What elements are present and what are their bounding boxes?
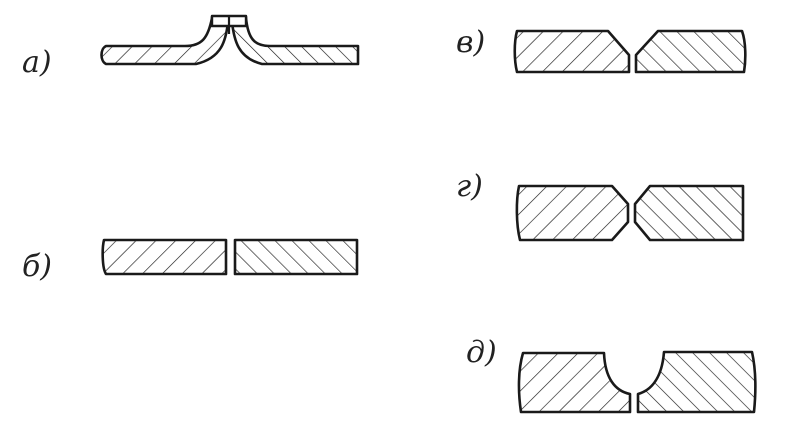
joint-a-left-plate [100, 15, 230, 66]
joint-d-right-plate [636, 350, 757, 414]
label-joint-d: д) [466, 335, 497, 370]
label-joint-a: а) [22, 45, 52, 80]
joint-a-right-plate [230, 15, 360, 66]
label-joint-v: в) [456, 25, 485, 60]
label-joint-g: г) [456, 169, 483, 204]
label-joint-b: б) [22, 249, 52, 284]
joint-a: а) [22, 14, 360, 80]
joint-b: б) [22, 238, 359, 284]
joint-v-left-plate [513, 29, 631, 74]
joint-d-left-plate [517, 351, 632, 414]
joint-b-right-plate [233, 238, 359, 276]
joint-g: г) [456, 169, 745, 242]
joint-g-right-plate [633, 184, 745, 242]
joint-d: д) [466, 335, 757, 414]
joint-v: в) [456, 25, 747, 74]
joint-v-right-plate [634, 29, 747, 74]
joint-g-left-plate [515, 184, 630, 242]
joint-b-left-plate [101, 238, 228, 276]
